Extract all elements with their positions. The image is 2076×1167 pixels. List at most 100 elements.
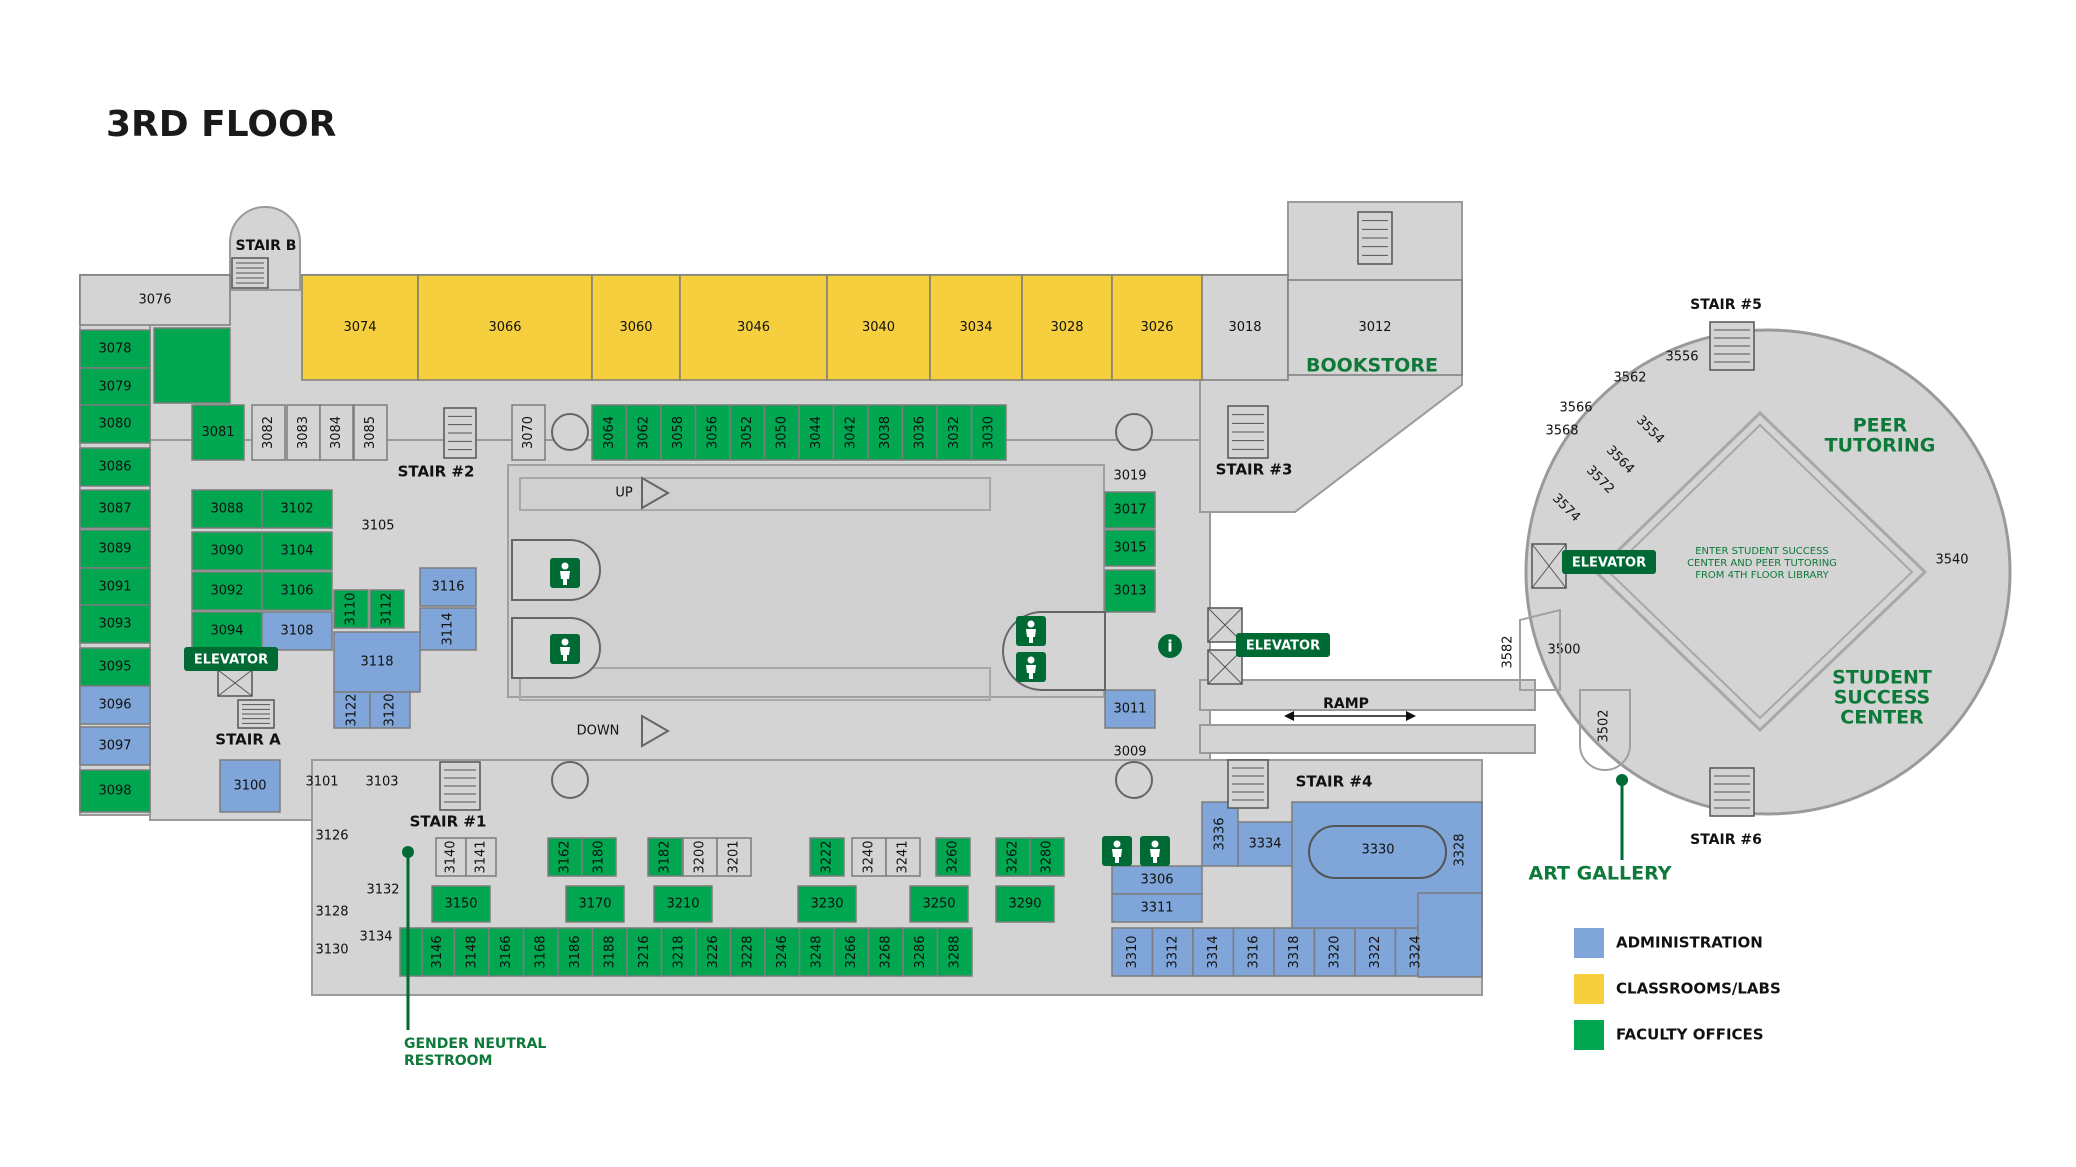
room-3141[interactable] <box>465 837 497 877</box>
room-unlabeled-green[interactable] <box>153 327 231 404</box>
room-3201[interactable] <box>716 837 752 877</box>
room-3218[interactable] <box>660 927 697 977</box>
room-3064[interactable] <box>591 404 628 461</box>
room-3085[interactable] <box>353 404 388 461</box>
room-3162[interactable] <box>547 837 583 877</box>
room-3170[interactable] <box>565 885 625 923</box>
room-3080[interactable] <box>79 404 151 444</box>
room-3012[interactable] <box>1287 279 1463 376</box>
room-3182[interactable] <box>647 837 683 877</box>
room-3017[interactable] <box>1104 491 1156 529</box>
room-3268[interactable] <box>867 927 904 977</box>
column-circle <box>551 761 589 799</box>
room-3090[interactable] <box>191 531 263 571</box>
room-3240[interactable] <box>851 837 887 877</box>
room-3288[interactable] <box>936 927 973 977</box>
room-3120[interactable] <box>369 691 411 729</box>
room-3311[interactable] <box>1111 893 1203 923</box>
room-3168[interactable] <box>522 927 559 977</box>
room-3108[interactable] <box>261 611 333 651</box>
room-3122[interactable] <box>333 691 371 729</box>
room-3260[interactable] <box>935 837 971 877</box>
room-3246[interactable] <box>764 927 801 977</box>
room-3083[interactable] <box>286 404 321 461</box>
room-3096[interactable] <box>79 685 151 725</box>
room-3324-block[interactable] <box>1417 892 1483 978</box>
room-3140[interactable] <box>435 837 467 877</box>
room-unlabeled-lower[interactable] <box>399 927 423 977</box>
room-3312[interactable] <box>1151 927 1194 977</box>
room-3013[interactable] <box>1104 569 1156 613</box>
room-3102[interactable] <box>261 489 333 529</box>
room-3241[interactable] <box>885 837 921 877</box>
room-3084[interactable] <box>319 404 354 461</box>
room-3044[interactable] <box>798 404 835 461</box>
room-3086[interactable] <box>79 447 151 487</box>
room-3266[interactable] <box>833 927 870 977</box>
room-3011[interactable] <box>1104 689 1156 729</box>
art-gallery-label: ART GALLERY <box>1529 863 1672 885</box>
room-3087[interactable] <box>79 489 151 529</box>
room-3066[interactable] <box>417 274 593 381</box>
room-3093[interactable] <box>79 604 151 644</box>
room-3060[interactable] <box>591 274 681 381</box>
room-3166[interactable] <box>488 927 525 977</box>
room-3210[interactable] <box>653 885 713 923</box>
room-3148[interactable] <box>453 927 490 977</box>
room-3118[interactable] <box>333 631 421 693</box>
room-3114[interactable] <box>419 607 477 651</box>
room-3070[interactable] <box>511 404 546 461</box>
room-3082[interactable] <box>251 404 286 461</box>
room-3028[interactable] <box>1021 274 1113 381</box>
room-3222[interactable] <box>809 837 845 877</box>
room-3290[interactable] <box>995 885 1055 923</box>
room-3106[interactable] <box>261 571 333 611</box>
room-3078[interactable] <box>79 329 151 369</box>
room-3318[interactable] <box>1273 927 1316 977</box>
room-3180[interactable] <box>581 837 617 877</box>
room-3100[interactable] <box>219 759 281 813</box>
room-3200[interactable] <box>682 837 718 877</box>
room-3104[interactable] <box>261 531 333 571</box>
room-3216[interactable] <box>626 927 663 977</box>
room-3076[interactable] <box>79 274 231 326</box>
room-3116[interactable] <box>419 567 477 607</box>
room-3150[interactable] <box>431 885 491 923</box>
room-3081[interactable] <box>191 404 245 461</box>
room-3030[interactable] <box>970 404 1007 461</box>
room-3186[interactable] <box>557 927 594 977</box>
room-3015[interactable] <box>1104 529 1156 567</box>
room-3314[interactable] <box>1192 927 1235 977</box>
room-3091[interactable] <box>79 567 151 607</box>
room-3036[interactable] <box>901 404 938 461</box>
room-3146[interactable] <box>419 927 456 977</box>
room-3230[interactable] <box>797 885 857 923</box>
room-3042[interactable] <box>832 404 869 461</box>
room-3018[interactable] <box>1201 274 1289 381</box>
enter-note: FROM 4TH FLOOR LIBRARY <box>1695 570 1829 581</box>
room-3112[interactable] <box>369 589 405 629</box>
room-3046[interactable] <box>679 274 828 381</box>
room-3248[interactable] <box>798 927 835 977</box>
room-number: 3148 <box>464 935 479 968</box>
room-3320[interactable] <box>1313 927 1356 977</box>
room-3092[interactable] <box>191 571 263 611</box>
room-3094[interactable] <box>191 611 263 651</box>
room-3050[interactable] <box>763 404 800 461</box>
room-3097[interactable] <box>79 726 151 766</box>
room-3089[interactable] <box>79 529 151 569</box>
room-3088[interactable] <box>191 489 263 529</box>
room-3188[interactable] <box>591 927 628 977</box>
room-3062[interactable] <box>625 404 662 461</box>
room-3310[interactable] <box>1111 927 1154 977</box>
room-3034[interactable] <box>929 274 1023 381</box>
room-3110[interactable] <box>333 589 369 629</box>
room-3250[interactable] <box>909 885 969 923</box>
room-3095[interactable] <box>79 647 151 687</box>
room-number: 3081 <box>201 425 234 440</box>
room-3280[interactable] <box>1029 837 1065 877</box>
room-3098[interactable] <box>79 769 151 813</box>
room-3026[interactable] <box>1111 274 1203 381</box>
room-number: 3218 <box>671 935 686 968</box>
room-3056[interactable] <box>694 404 731 461</box>
